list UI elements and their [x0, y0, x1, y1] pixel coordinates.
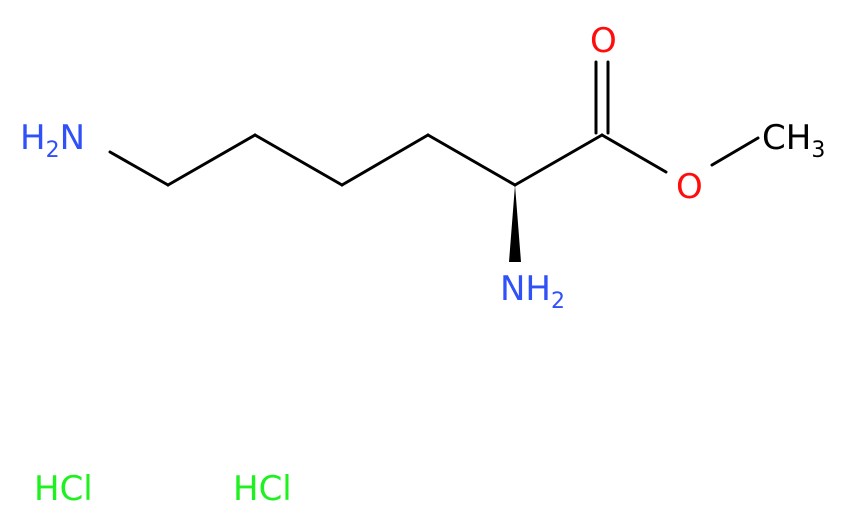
ester-oxygen-label: O — [676, 167, 703, 207]
terminal-amine-subscript: 2 — [46, 138, 60, 163]
bond-c5-c4 — [253, 133, 344, 187]
methyl-subscript: 3 — [811, 138, 825, 163]
bond-o-ch3 — [710, 136, 760, 167]
carbonyl-oxygen-label: O — [590, 21, 617, 61]
alpha-amine-nh: NH — [500, 269, 551, 309]
wedge-bond-c2-nh2 — [509, 185, 521, 262]
bond-c1-o-ester — [600, 133, 668, 174]
terminal-amine-n: N — [60, 118, 85, 158]
terminal-amine-h: H — [20, 118, 46, 158]
hcl-salt-2: HCl — [233, 469, 292, 509]
hcl-salt-1: HCl — [34, 469, 93, 509]
bond-c4-c3 — [340, 133, 430, 187]
bond-c3-c2 — [426, 133, 517, 187]
bond-c2-c1 — [513, 133, 604, 187]
bond-n6-c6 — [108, 150, 170, 187]
bond-c6-c5 — [166, 133, 257, 187]
terminal-amine-label: H2N — [20, 118, 85, 163]
alpha-amine-label: NH2 — [500, 269, 565, 314]
methyl-label: CH3 — [762, 118, 825, 163]
methyl-ch: CH — [762, 118, 811, 158]
alpha-amine-subscript: 2 — [551, 289, 565, 314]
